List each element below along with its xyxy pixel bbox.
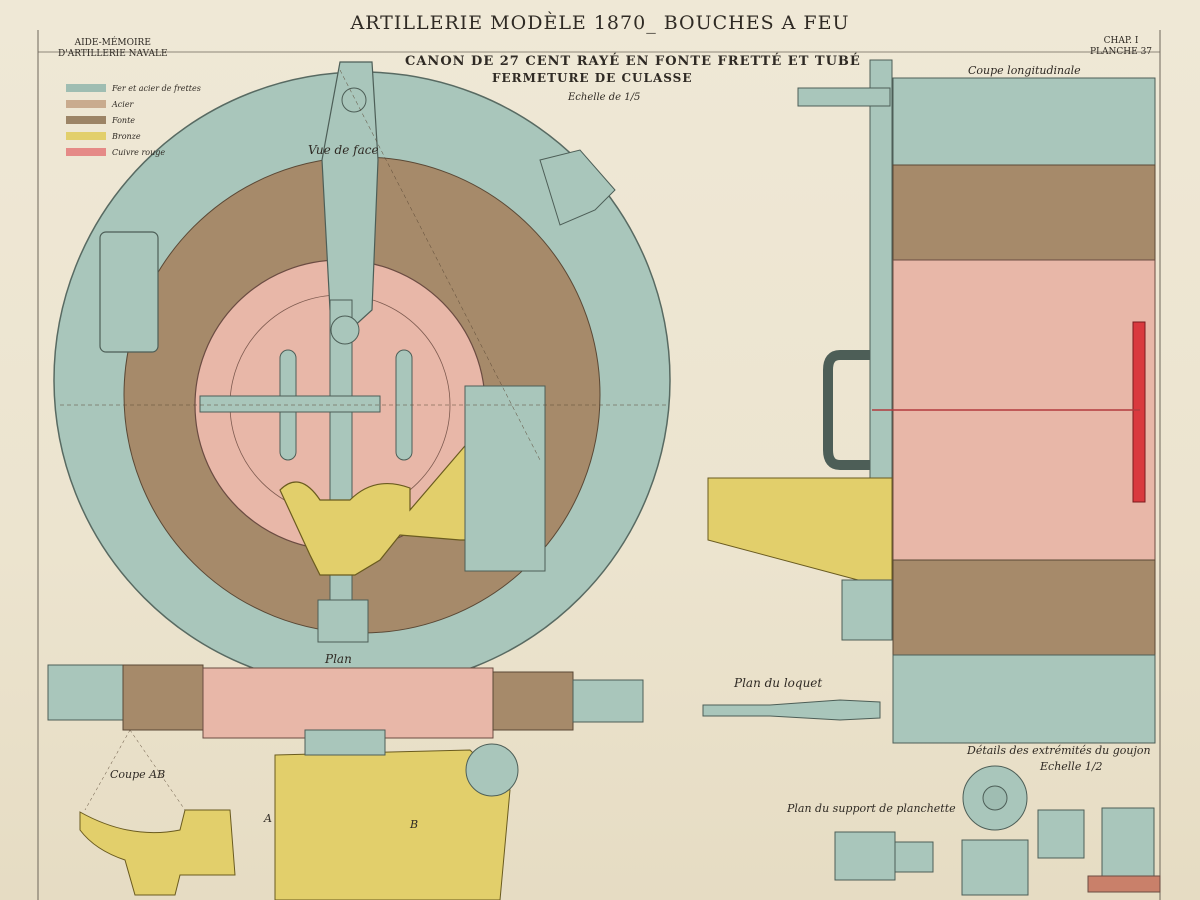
legend-item: Cuivre rouge xyxy=(66,144,201,160)
plate-title: ARTILLERIE MODÈLE 1870_ BOUCHES A FEU xyxy=(350,12,850,34)
gudgeon-detail-b xyxy=(1101,807,1155,884)
section-ring-handle xyxy=(823,350,870,470)
label-support-planchette: Plan du support de planchette xyxy=(787,802,956,815)
upper-latch xyxy=(539,149,616,226)
label-vue-de-face: Vue de face xyxy=(308,143,379,157)
plan-clamp xyxy=(304,729,386,756)
lever-pivot xyxy=(341,87,367,113)
legend-label: Cuivre rouge xyxy=(112,147,166,157)
gudgeon-details xyxy=(961,765,1161,896)
legend-item: Fonte xyxy=(66,112,201,128)
plan-gudgeon xyxy=(465,743,519,797)
subtitle-line1: CANON DE 27 CENT RAYÉ EN FONTE FRETTÉ ET… xyxy=(405,54,861,69)
plan-view xyxy=(47,664,644,900)
section-frette-top xyxy=(892,77,1156,166)
label-mark-a: A xyxy=(264,812,272,825)
header-right-line1: CHAP. I xyxy=(1103,36,1139,46)
front-view xyxy=(53,61,671,689)
plan-acier xyxy=(202,667,494,739)
legend-swatch xyxy=(66,100,106,108)
gudgeon-base xyxy=(1087,875,1161,893)
cross-bar xyxy=(199,395,381,413)
legend-swatch xyxy=(66,116,106,124)
section-fonte-bottom xyxy=(892,559,1156,656)
legend-label: Acier xyxy=(112,99,134,109)
coupe-ab-view xyxy=(79,729,236,896)
coupe-ab-piece xyxy=(79,809,236,896)
plan-fonte-right xyxy=(492,671,574,731)
gudgeon-side-view xyxy=(961,839,1029,896)
label-goujon-scale: Echelle 1/2 xyxy=(1040,760,1103,773)
section-vertical-lever xyxy=(869,59,893,521)
color-legend: Fer et acier de frettes Acier Fonte Bron… xyxy=(66,80,201,160)
plan-frette-left xyxy=(47,664,124,721)
support-thread xyxy=(894,841,934,873)
scale-label: Echelle de 1/5 xyxy=(568,92,641,103)
construction-line xyxy=(129,729,186,811)
legend-swatch xyxy=(66,132,106,140)
legend-label: Bronze xyxy=(112,131,141,141)
lever-arm-lower xyxy=(329,299,353,641)
section-frette-bottom xyxy=(892,654,1156,744)
gudgeon-detail-a xyxy=(1037,809,1085,859)
legend-swatch xyxy=(66,148,106,156)
section-view xyxy=(707,59,1156,744)
subtitle-line2: FERMETURE DE CULASSE xyxy=(492,71,693,85)
header-right: CHAP. I PLANCHE 37 xyxy=(1090,36,1152,58)
header-right-line2: PLANCHE 37 xyxy=(1090,47,1153,57)
header-left-line2: D'ARTILLERIE NAVALE xyxy=(58,49,168,59)
lever-arm xyxy=(321,61,379,331)
legend-label: Fer et acier de frettes xyxy=(112,83,201,93)
section-fonte-top xyxy=(892,164,1156,261)
plan-frette-right xyxy=(572,679,644,723)
support-body xyxy=(834,831,896,881)
label-coupe-longitudinale: Coupe longitudinale xyxy=(968,64,1081,77)
legend-item: Bronze xyxy=(66,128,201,144)
support-plan xyxy=(834,831,934,881)
header-left: AIDE-MÉMOIRE D'ARTILLERIE NAVALE xyxy=(58,38,168,60)
header-left-line1: AIDE-MÉMOIRE xyxy=(74,38,151,48)
section-handle-bar xyxy=(797,87,891,107)
plan-bronze-carriage xyxy=(274,749,511,900)
gudgeon-end-center xyxy=(982,785,1008,811)
label-coupe-ab: Coupe AB xyxy=(110,768,166,781)
bottom-lug xyxy=(317,599,369,643)
plan-fonte-left xyxy=(122,664,204,731)
legend-item: Acier xyxy=(66,96,201,112)
right-clamp xyxy=(464,385,546,572)
label-goujon-details: Détails des extrémités du goujon xyxy=(967,744,1151,757)
section-lower-lug xyxy=(841,579,893,641)
label-plan: Plan xyxy=(325,652,352,666)
section-bronze-slide xyxy=(707,477,893,591)
latch-plan xyxy=(702,699,881,721)
legend-swatch xyxy=(66,84,106,92)
section-copper-pad xyxy=(1132,321,1146,503)
label-plan-du-loquet: Plan du loquet xyxy=(734,676,823,690)
construction-line xyxy=(339,69,541,461)
left-handle xyxy=(99,231,159,353)
legend-label: Fonte xyxy=(112,115,136,125)
label-mark-b: B xyxy=(410,818,419,831)
legend-item: Fer et acier de frettes xyxy=(66,80,201,96)
lever-hub xyxy=(330,315,360,345)
bronze-bracket xyxy=(279,429,526,576)
